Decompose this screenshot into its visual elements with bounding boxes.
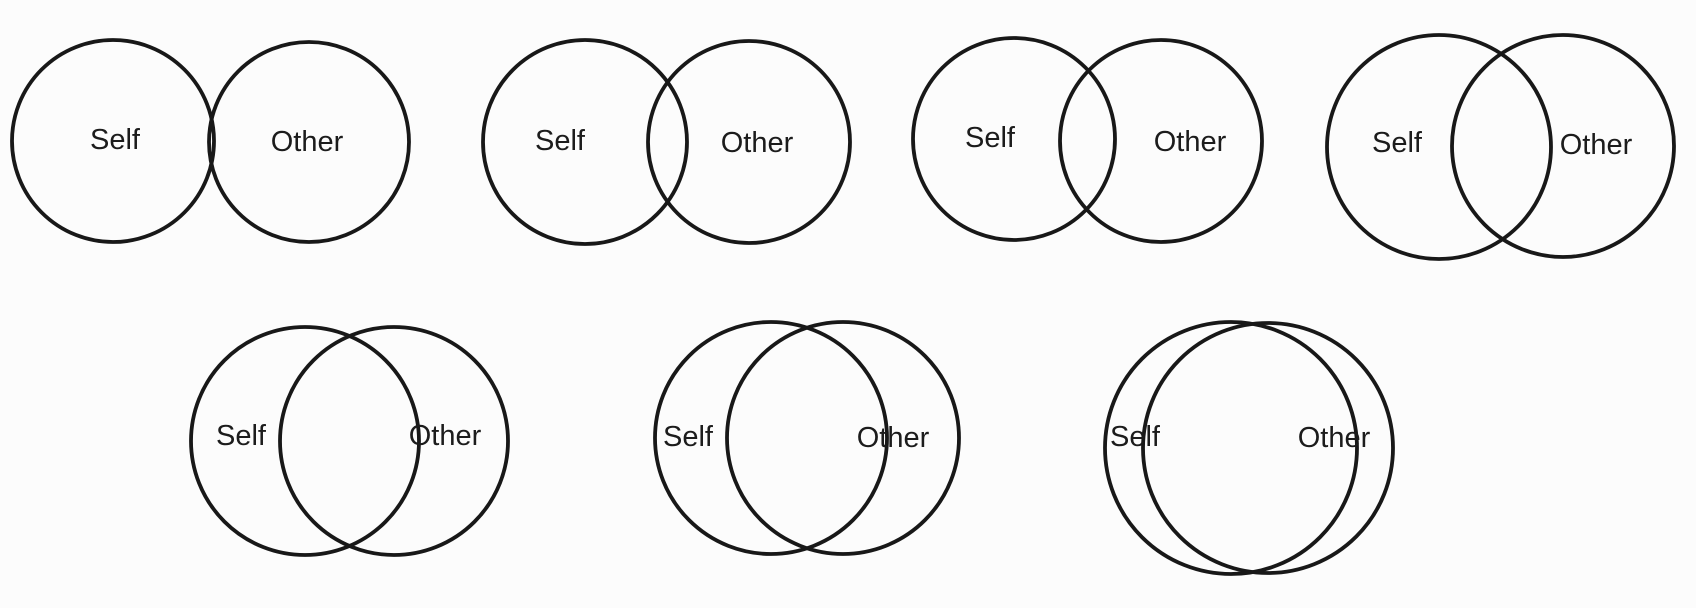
self-circle [911,36,1117,242]
self-circle [10,38,216,244]
self-label: Self [1110,421,1161,453]
ios-pair-4: Self Other [1325,33,1676,261]
other-circle [278,325,510,557]
other-label: Other [271,126,344,158]
ios-pair-7: Self Other [1103,320,1395,576]
self-circle [1325,33,1553,261]
other-label: Other [409,420,482,452]
self-label: Self [535,125,586,157]
other-circle [725,320,961,556]
other-circle [1450,33,1676,259]
other-label: Other [1560,129,1633,161]
other-label: Other [1154,126,1227,158]
other-circle [646,39,852,245]
ios-pair-1: Self Other [10,38,411,244]
other-label: Other [721,127,794,159]
self-label: Self [216,420,267,452]
self-label: Self [965,122,1016,154]
other-circle [1141,321,1395,575]
self-circle [481,38,689,246]
self-label: Self [1372,127,1423,159]
other-circle [1058,38,1264,244]
self-circle [653,320,889,556]
ios-pair-5: Self Other [189,325,510,557]
other-circle [207,40,411,244]
self-label: Self [90,124,141,156]
ios-pair-3: Self Other [911,36,1264,244]
other-label: Other [1298,422,1371,454]
other-label: Other [857,422,930,454]
self-circle [1103,320,1359,576]
self-circle [189,325,421,557]
ios-pair-2: Self Other [481,38,852,246]
ios-pair-6: Self Other [653,320,961,556]
self-label: Self [663,421,714,453]
